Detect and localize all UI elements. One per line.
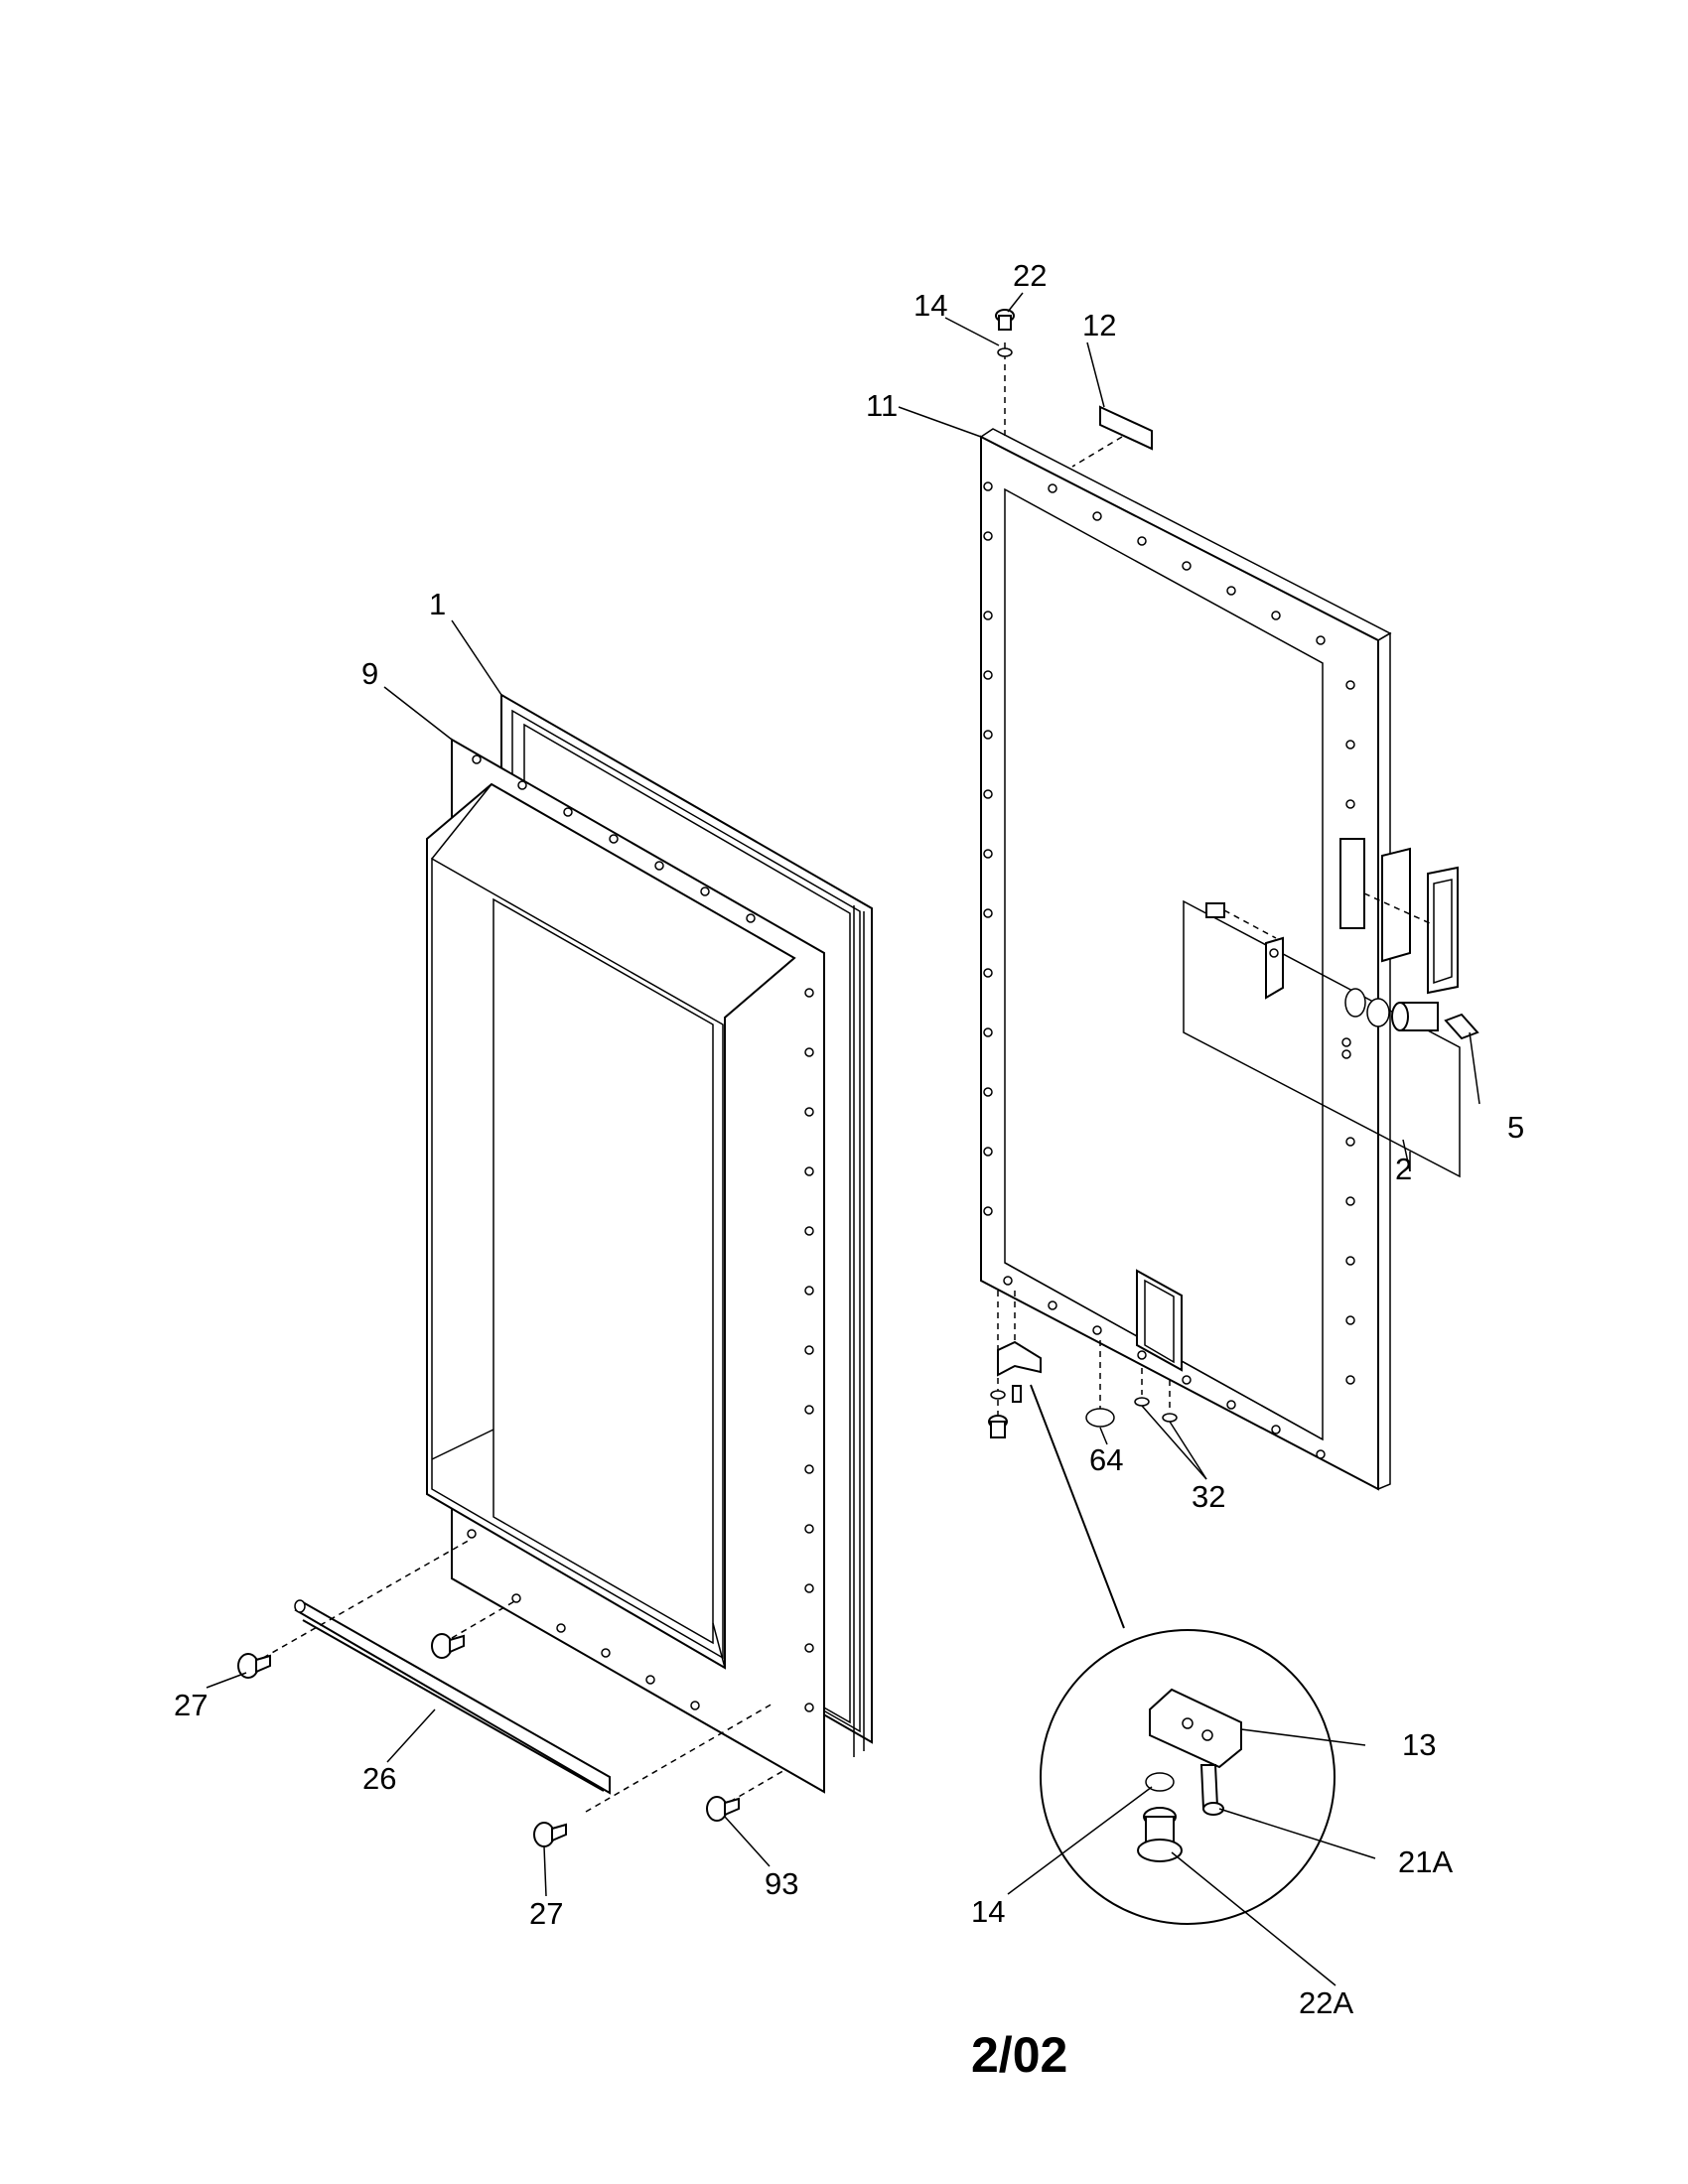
detail-washer xyxy=(1145,1772,1175,1792)
detail-cap-nut xyxy=(1137,1807,1183,1862)
washer-part-14-top xyxy=(997,347,1013,357)
callout-part-14-detail: 14 xyxy=(971,1894,1006,1929)
lock-cylinder xyxy=(1344,988,1439,1031)
callout-part-13: 13 xyxy=(1402,1727,1437,1762)
label-plate-part-12 xyxy=(1099,405,1153,451)
outer-door-panel-part-11 xyxy=(979,428,1392,1491)
screw-part-93 xyxy=(706,1796,740,1822)
callout-part-27-bottom: 27 xyxy=(529,1896,564,1931)
callout-part-22a: 22A xyxy=(1299,1985,1354,2020)
ring-part-64 xyxy=(1085,1408,1115,1428)
callout-part-14-top: 14 xyxy=(914,288,948,323)
callout-part-22: 22 xyxy=(1013,258,1048,293)
callout-part-9: 9 xyxy=(361,656,379,691)
callout-part-11: 11 xyxy=(866,388,899,423)
washer-part-32-b xyxy=(1162,1413,1178,1423)
door-liner-part-9 xyxy=(426,738,825,1794)
leader-lines xyxy=(206,292,1480,1986)
callout-part-32: 32 xyxy=(1192,1479,1226,1514)
drain-channel xyxy=(1136,1269,1183,1372)
screw-part-22-top xyxy=(995,309,1015,331)
callout-part-1: 1 xyxy=(429,587,447,621)
key-part-5 xyxy=(1444,1013,1479,1040)
callout-part-27-left: 27 xyxy=(174,1688,209,1722)
detail-screw xyxy=(1199,1764,1224,1816)
screw-part-27-mid xyxy=(431,1633,465,1659)
detail-hinge-bracket xyxy=(1149,1688,1242,1769)
screw-part-21a xyxy=(1012,1385,1022,1403)
callout-part-21a: 21A xyxy=(1398,1844,1454,1879)
washer-part-32-a xyxy=(1134,1397,1150,1407)
handle-bezel xyxy=(1339,838,1459,995)
handle-rail-part-26 xyxy=(294,1599,611,1795)
panel-screw-holes xyxy=(983,481,1355,1459)
callout-part-5: 5 xyxy=(1507,1110,1525,1145)
screw-part-27-bottom xyxy=(533,1822,567,1847)
washer-part-14-bottom xyxy=(990,1390,1006,1400)
callout-part-12: 12 xyxy=(1082,308,1117,342)
callout-part-64: 64 xyxy=(1089,1442,1124,1477)
screw-part-27-left xyxy=(237,1653,271,1679)
revision-code: 2/02 xyxy=(971,2027,1068,2083)
lock-bracket-part-2 xyxy=(1183,899,1461,1178)
callout-part-26: 26 xyxy=(362,1761,397,1796)
detail-magnifier-circle xyxy=(1040,1629,1336,1925)
hinge-bracket-part-13 xyxy=(997,1340,1042,1377)
callout-part-2: 2 xyxy=(1395,1152,1413,1186)
callout-part-93: 93 xyxy=(765,1866,799,1901)
liner-screw-holes xyxy=(467,754,814,1712)
screw-part-22a xyxy=(988,1415,1008,1438)
